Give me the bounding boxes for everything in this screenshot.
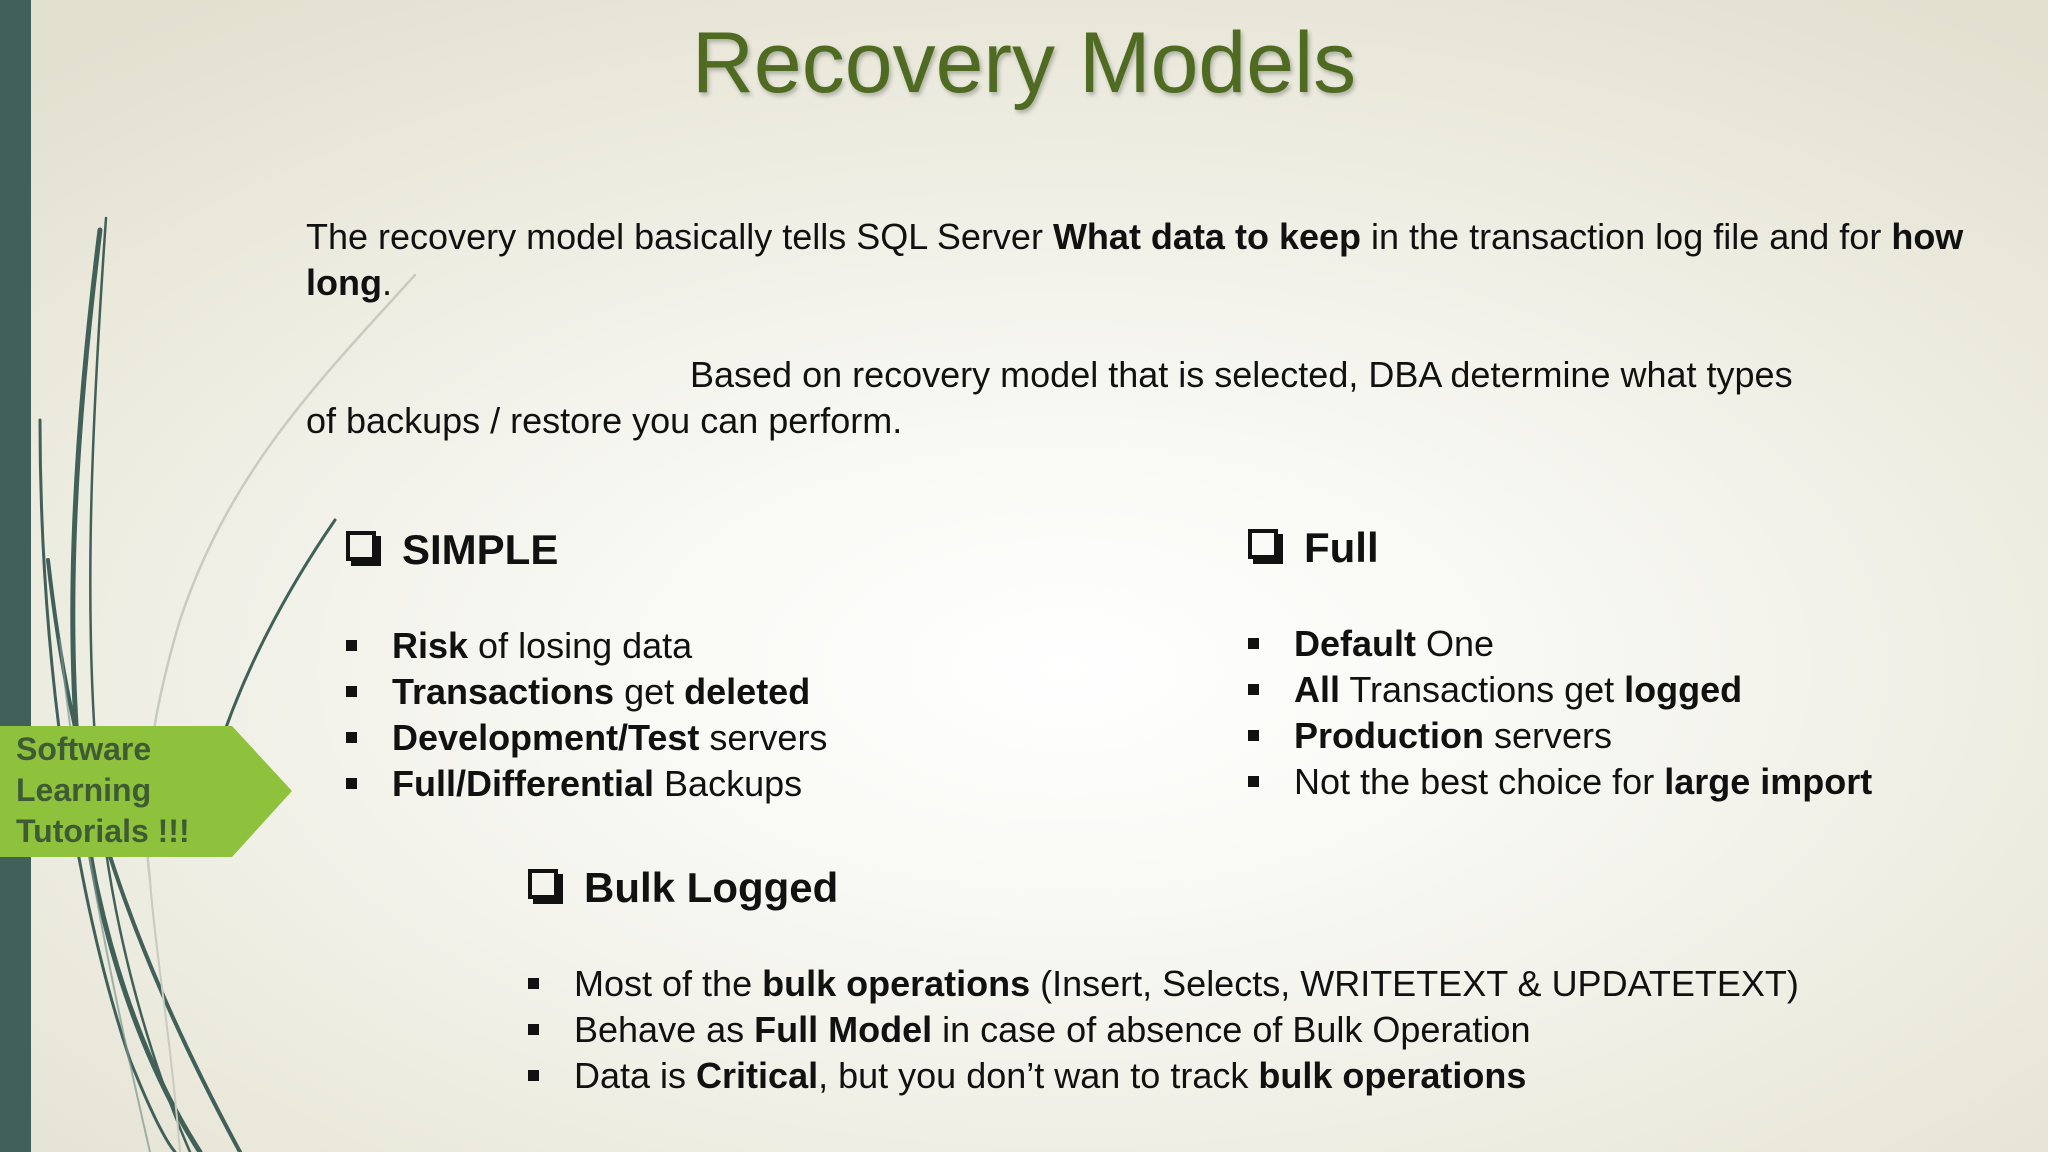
square-bullet-icon xyxy=(1248,638,1259,649)
simple-list: Risk of losing data Transactions get del… xyxy=(346,623,827,807)
badge-line-3: Tutorials !!! xyxy=(16,813,190,849)
square-bullet-icon xyxy=(1248,776,1259,787)
tutorial-badge-text: Software Learning Tutorials !!! xyxy=(16,729,226,852)
square-bullet-icon xyxy=(528,1024,539,1035)
list-item: Behave as Full Model in case of absence … xyxy=(528,1007,1799,1053)
left-accent-bar xyxy=(0,0,31,1152)
badge-line-1: Software xyxy=(16,731,152,767)
square-bullet-icon xyxy=(346,640,357,651)
square-bullet-icon xyxy=(528,1070,539,1081)
decorative-curves xyxy=(38,216,417,1152)
list-item: Production servers xyxy=(1248,713,1872,759)
intro-paragraph: The recovery model basically tells SQL S… xyxy=(306,214,1986,306)
intro-text-3: . xyxy=(381,262,392,303)
checkbox-bullet-icon xyxy=(346,531,376,561)
list-item: Default One xyxy=(1248,621,1872,667)
full-heading-label: Full xyxy=(1304,524,1379,571)
backup-note-line-2: of backups / restore you can perform. xyxy=(306,400,903,441)
bulk-logged-heading-label: Bulk Logged xyxy=(584,864,839,911)
full-list: Default One All Transactions get logged … xyxy=(1248,621,1872,805)
slide-title: Recovery Models xyxy=(691,15,1357,111)
badge-line-2: Learning xyxy=(16,772,152,808)
list-item: Not the best choice for large import xyxy=(1248,759,1872,805)
square-bullet-icon xyxy=(346,778,357,789)
square-bullet-icon xyxy=(1248,730,1259,741)
list-item: Transactions get deleted xyxy=(346,669,827,715)
intro-text-2: in the transaction log file and for xyxy=(1361,216,1892,257)
list-item: All Transactions get logged xyxy=(1248,667,1872,713)
tutorial-badge xyxy=(0,726,292,857)
full-heading: Full xyxy=(1248,524,1379,572)
checkbox-bullet-icon xyxy=(528,869,558,899)
square-bullet-icon xyxy=(1248,684,1259,695)
intro-text-1: The recovery model basically tells SQL S… xyxy=(306,216,1053,257)
square-bullet-icon xyxy=(346,686,357,697)
backup-note-line-1: Based on recovery model that is selected… xyxy=(690,354,1793,395)
intro-bold-1: What data to keep xyxy=(1052,216,1361,257)
square-bullet-icon xyxy=(346,732,357,743)
checkbox-bullet-icon xyxy=(1248,529,1278,559)
list-item: Full/Differential Backups xyxy=(346,761,827,807)
bulk-logged-heading: Bulk Logged xyxy=(528,864,838,912)
bulk-logged-list: Most of the bulk operations (Insert, Sel… xyxy=(528,961,1799,1099)
intro-bold-2: how long xyxy=(306,216,1964,303)
simple-heading-label: SIMPLE xyxy=(402,526,559,573)
square-bullet-icon xyxy=(528,978,539,989)
list-item: Development/Test servers xyxy=(346,715,827,761)
list-item: Data is Critical, but you don’t wan to t… xyxy=(528,1053,1799,1099)
list-item: Risk of losing data xyxy=(346,623,827,669)
list-item: Most of the bulk operations (Insert, Sel… xyxy=(528,961,1799,1007)
simple-heading: SIMPLE xyxy=(346,526,558,574)
